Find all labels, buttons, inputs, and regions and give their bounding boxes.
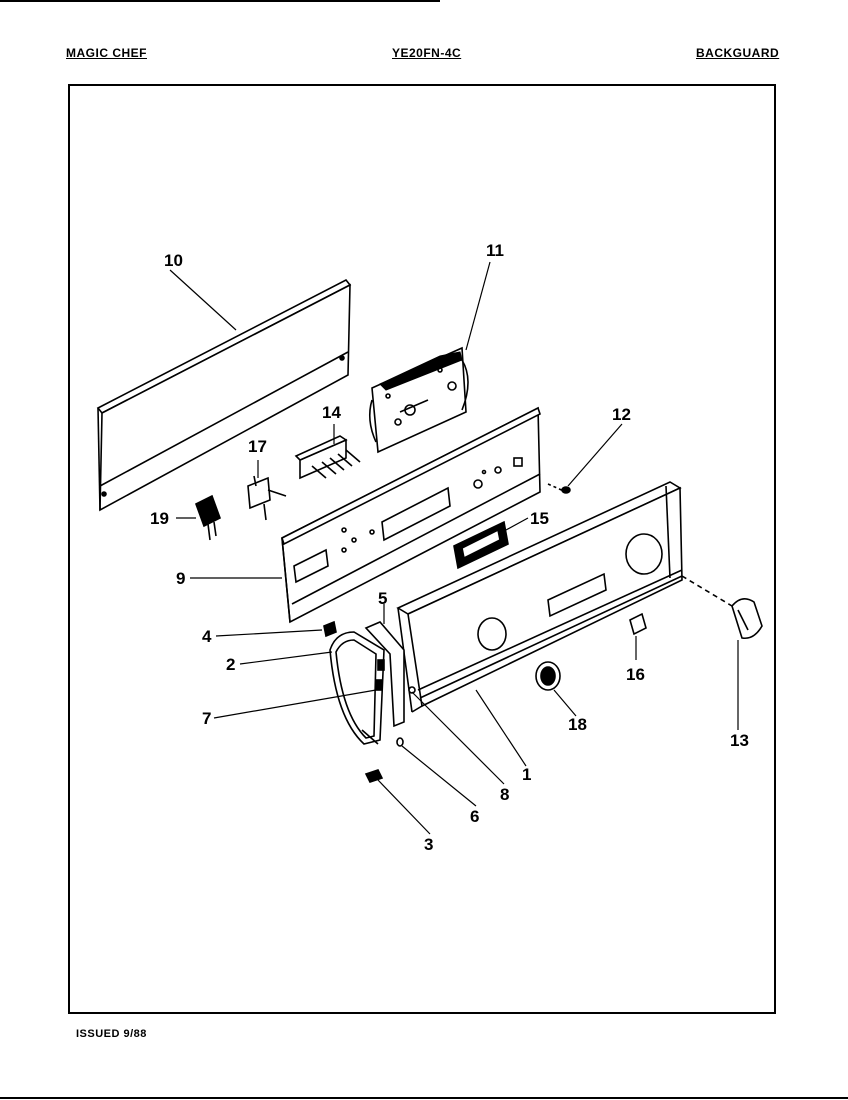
part-3-foot-clip [364, 769, 384, 783]
part-10-trim-panel [96, 278, 352, 512]
header-model: YE20FN-4C [392, 46, 462, 60]
callout-6: 6 [470, 807, 479, 826]
part-2-side-trim [329, 631, 385, 745]
part-12-screw [547, 483, 571, 494]
part-1-backguard-panel [396, 481, 683, 713]
part-5-bracket [364, 621, 405, 728]
callout-1: 1 [522, 765, 531, 784]
callout-4: 4 [202, 627, 212, 646]
callout-8: 8 [500, 785, 509, 804]
callout-15: 15 [530, 509, 549, 528]
part-19-relay [195, 494, 221, 541]
part-7-bracket-clip [375, 659, 385, 691]
part-18-selector-knob [535, 661, 561, 691]
top-rule [0, 0, 440, 2]
callout-18: 18 [568, 715, 587, 734]
callout-3: 3 [424, 835, 433, 854]
callout-2: 2 [226, 655, 235, 674]
callout-16: 16 [626, 665, 645, 684]
callout-17: 17 [248, 437, 267, 456]
callout-11: 11 [486, 241, 504, 260]
issued-date: ISSUED 9/88 [76, 1028, 147, 1040]
part-13-knob [681, 575, 763, 640]
part-15-display-lens [453, 520, 509, 570]
part-11-clock-timer [368, 346, 469, 454]
callout-14: 14 [322, 403, 341, 422]
part-6-screw [396, 737, 404, 747]
callout-10: 10 [164, 251, 183, 270]
part-17-switch [247, 475, 287, 521]
callout-19: 19 [150, 509, 169, 528]
callout-9: 9 [176, 569, 185, 588]
bottom-rule [0, 1097, 848, 1099]
part-16-push-button [629, 612, 647, 636]
part-4-clip [323, 620, 337, 638]
callout-13: 13 [730, 731, 749, 750]
callout-5: 5 [378, 589, 387, 608]
part-14-terminal-block [294, 435, 361, 480]
part-9-mounting-plate [281, 406, 541, 624]
header-brand: MAGIC CHEF [66, 46, 147, 60]
callout-12: 12 [612, 405, 631, 424]
callout-7: 7 [202, 709, 211, 728]
diagram-frame [68, 84, 776, 1014]
leader-lines [169, 261, 739, 835]
part-8-screw [408, 686, 416, 694]
callout-labels: 10 11 14 17 19 9 12 15 4 2 7 5 1 18 16 1… [150, 241, 749, 854]
header-section: BACKGUARD [696, 46, 780, 60]
